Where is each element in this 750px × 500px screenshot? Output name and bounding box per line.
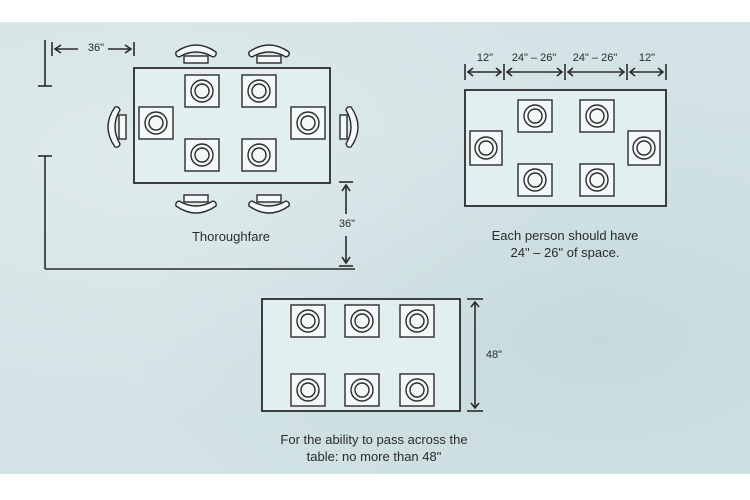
chair-bottom-1 — [175, 194, 217, 214]
spacing-diagram — [464, 64, 667, 207]
segment-label-4: 12" — [638, 52, 656, 64]
place-setting — [184, 138, 220, 172]
place-setting — [517, 163, 553, 197]
thoroughfare-diagram — [38, 40, 359, 270]
clearance-label-top: 36" — [87, 42, 105, 54]
width-caption-line1: For the ability to pass across the — [280, 432, 468, 447]
place-setting — [344, 304, 380, 338]
spacing-caption-line1: Each person should have — [491, 228, 639, 243]
place-setting — [399, 373, 435, 407]
clearance-label-right: 36" — [338, 218, 356, 230]
place-setting — [290, 373, 326, 407]
place-setting — [344, 373, 380, 407]
width-label: 48" — [485, 349, 503, 361]
place-setting — [399, 304, 435, 338]
place-setting — [241, 138, 277, 172]
place-setting — [579, 163, 615, 197]
place-setting — [290, 106, 326, 140]
segment-label-3: 24" – 26" — [572, 52, 618, 64]
segment-label-1: 12" — [476, 52, 494, 64]
width-caption-line2: table: no more than 48" — [306, 449, 442, 464]
chair-left — [107, 106, 127, 148]
place-setting — [469, 130, 503, 166]
chair-top-1 — [175, 44, 217, 64]
place-setting — [241, 74, 277, 108]
place-setting — [627, 130, 661, 166]
place-setting — [290, 304, 326, 338]
chair-right — [339, 106, 359, 148]
spacing-caption-line2: 24" – 26" of space. — [510, 245, 620, 260]
place-setting — [184, 74, 220, 108]
chair-top-2 — [248, 44, 290, 64]
chair-bottom-2 — [248, 194, 290, 214]
width-diagram — [261, 298, 483, 412]
segment-label-2: 24" – 26" — [511, 52, 557, 64]
thoroughfare-caption: Thoroughfare — [191, 229, 271, 244]
place-setting — [138, 106, 174, 140]
width-caption: For the ability to pass across the table… — [250, 431, 498, 465]
place-setting — [517, 99, 553, 133]
place-setting — [579, 99, 615, 133]
spacing-caption: Each person should have 24" – 26" of spa… — [455, 227, 675, 261]
